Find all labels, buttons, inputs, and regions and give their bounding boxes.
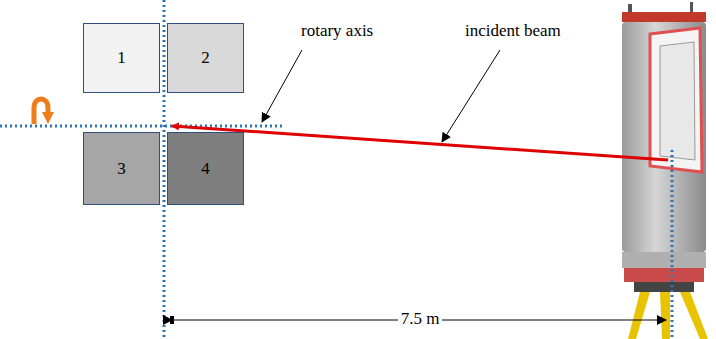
panel-number: 4 [201,159,210,179]
leader-arrow [262,50,302,122]
vertical-axis [163,0,166,339]
dimension-label: 7.5 m [398,310,443,329]
square-panel: 2 [167,23,244,93]
incident-beam [172,126,668,160]
beam-label: incident beam [462,22,564,41]
panel-number: 2 [201,48,210,68]
scanner-axis [671,150,674,339]
panel-number: 3 [117,159,126,179]
rotation-arrow [34,99,48,124]
square-panel: 3 [83,132,160,205]
panel-number: 1 [117,48,126,68]
square-panel: 4 [167,132,244,205]
square-panel: 1 [83,23,160,93]
axis-label: rotary axis [298,22,376,41]
rotary-axis-line [0,125,282,128]
leader-arrow [442,50,500,142]
laser-scanner [622,2,708,339]
dimension-tick [170,316,174,324]
